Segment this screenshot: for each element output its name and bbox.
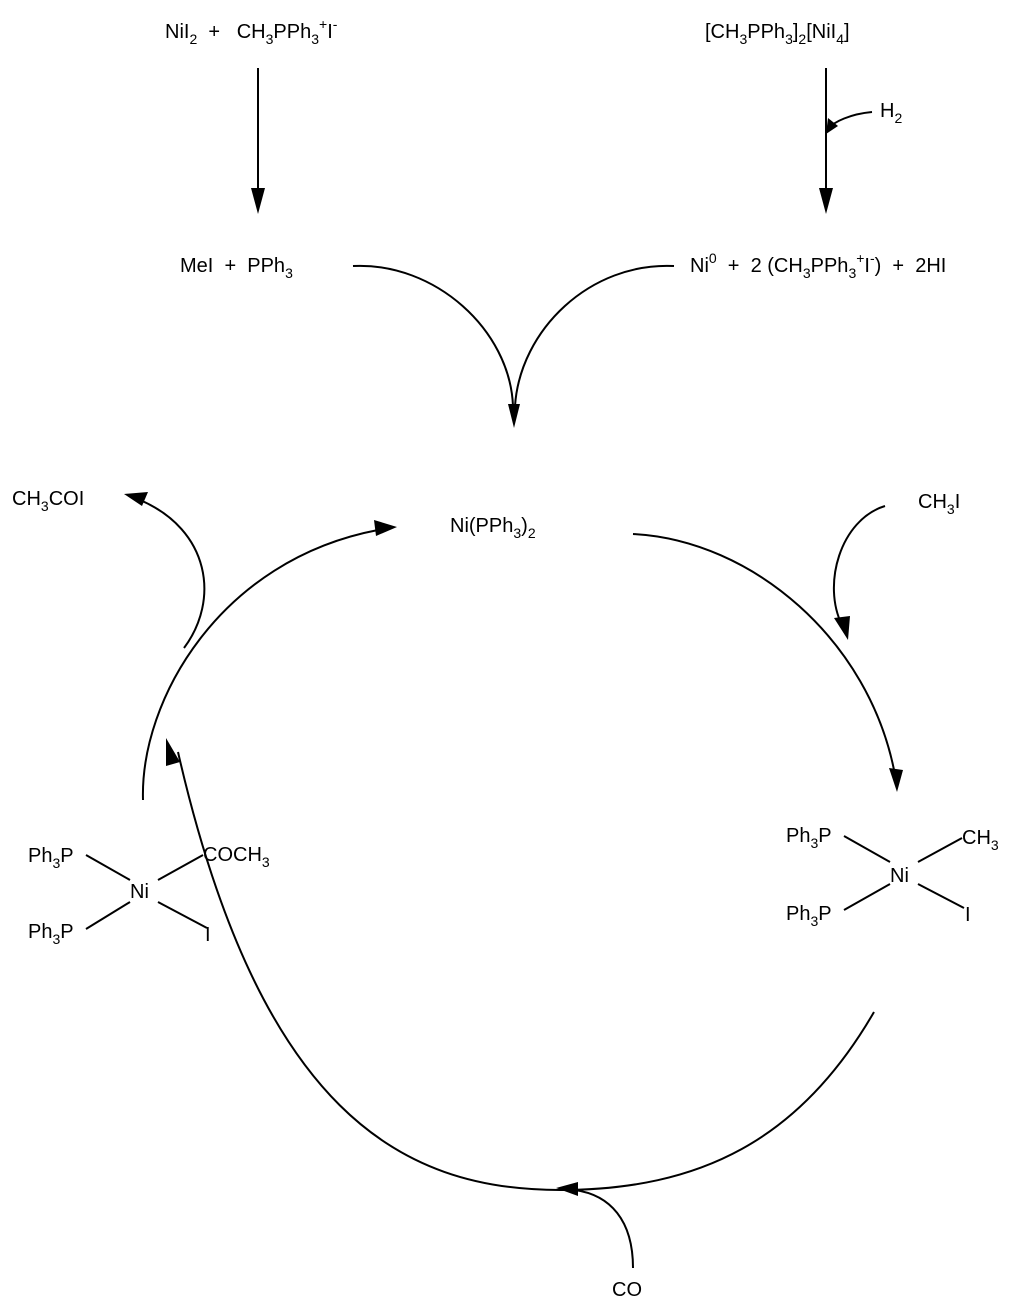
bond-line — [85, 901, 131, 930]
acyl-nickel-complex: Ph3P Ph3P Ni COCH3 I — [28, 844, 270, 947]
methyl-iodide-substrate-label: CH3I — [918, 491, 960, 517]
methyl-complex-nickel: Ni — [890, 865, 909, 887]
bond-line — [843, 835, 891, 863]
acyl-complex-pph3-top: Ph3P — [28, 845, 74, 871]
h2-reagent-label: H2 — [880, 100, 902, 126]
products-right-label: Ni0 + 2 (CH3PPh3+I-) + 2HI — [690, 250, 946, 281]
reactants-left-label: NiI2 + CH3PPh3+I- — [165, 16, 338, 47]
bond-line — [157, 901, 208, 929]
bond-line — [157, 854, 204, 881]
reactants-right-label: [CH3PPh3]2[NiI4] — [705, 21, 850, 47]
hydrogenation-arrow-right — [819, 68, 873, 214]
decomposition-arrow-left — [251, 68, 265, 214]
methyl-complex-pph3-top: Ph3P — [786, 825, 832, 851]
acyl-complex-pph3-bottom: Ph3P — [28, 921, 74, 947]
oxidative-addition-arrow — [632, 505, 903, 792]
acetyl-iodide-product-label: CH3COI — [12, 488, 84, 514]
methyl-complex-methyl-ligand: CH3 — [962, 827, 999, 853]
bond-line — [917, 837, 963, 863]
acyl-complex-acetyl-ligand: COCH3 — [203, 844, 270, 870]
bond-line — [85, 854, 131, 881]
acyl-complex-iodide-ligand: I — [205, 924, 211, 946]
co-insertion-arrow — [166, 738, 875, 1269]
converging-arrows — [352, 264, 675, 428]
reductive-elimination-arrow — [124, 492, 397, 801]
methyl-complex-pph3-bottom: Ph3P — [786, 903, 832, 929]
catalyst-label: Ni(PPh3)2 — [450, 515, 536, 541]
methyl-complex-iodide-ligand: I — [965, 904, 971, 926]
acyl-complex-nickel: Ni — [130, 881, 149, 903]
bond-line — [843, 883, 891, 911]
methyl-nickel-complex: Ph3P Ph3P Ni CH3 I — [786, 825, 999, 929]
bond-line — [917, 883, 965, 909]
products-left-label: MeI + PPh3 — [180, 255, 293, 281]
carbon-monoxide-label: CO — [612, 1279, 642, 1301]
